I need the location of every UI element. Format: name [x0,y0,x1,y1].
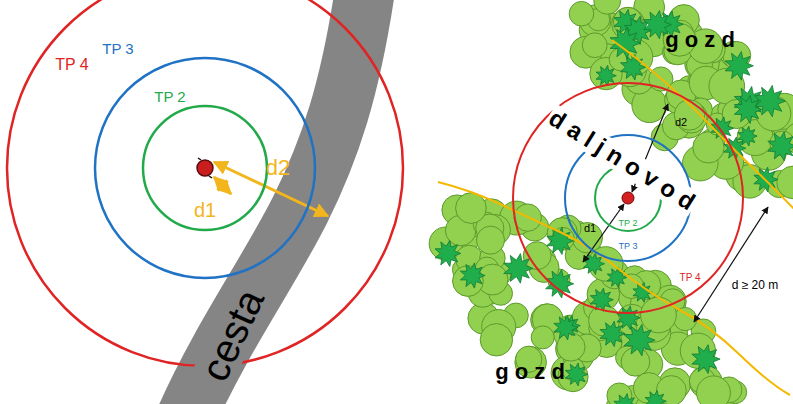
distance-arrow [214,177,231,194]
tree-crown [662,112,690,140]
conifer [645,390,666,404]
zone-label: TP 4 [680,273,701,283]
tree-crown [674,307,697,330]
tree-crown [697,376,731,404]
conifer [435,240,461,266]
conifer [621,54,646,80]
zone-circle: TP 4 TP 3 TP 2 [7,0,403,366]
location-dot [197,160,213,176]
conifer [755,85,786,116]
tree-crown [456,193,487,224]
tree-crown [693,132,724,163]
tree-crown [480,324,512,356]
conifer [460,263,485,288]
conifer [554,315,578,340]
conifer [596,65,616,86]
distance-arrow [583,204,624,262]
conifer [725,52,753,81]
distance-label: d ≥ 20 m [730,278,781,292]
tree-crown [582,33,607,58]
conifer [614,394,637,404]
tree-crown [621,347,650,376]
conifer [692,345,720,374]
zone-ring [513,83,743,313]
distance-arrow [694,207,768,322]
tree-crown [476,226,504,254]
distance-label: d2 [266,157,290,179]
distance-label: d2 [675,117,687,128]
zone-label: TP 3 [102,41,133,56]
zone-label: TP 2 [154,89,185,104]
conifer [565,363,588,386]
forest-label: g o z d [665,29,735,51]
conifer [617,306,640,330]
conifer [734,95,762,123]
conifer [504,254,533,284]
zone-ring [143,106,267,230]
zone-ring [7,0,403,366]
tree-crown [531,326,554,349]
road [185,0,365,404]
conifer [768,132,793,161]
tree-crown [641,297,677,333]
zone-label: TP 3 [619,242,638,251]
zone-label: TP 2 [619,219,638,228]
conifer [546,270,574,299]
road-label: cesta [192,281,272,389]
zone-label: TP 4 [55,57,89,73]
tick [198,158,201,160]
zone-outline [7,0,403,366]
forest [429,0,793,404]
location-dot [622,192,634,204]
tick [209,176,212,178]
conifer [624,324,655,356]
tree-crown [569,1,594,26]
conifer [607,268,627,288]
distance-label: d1 [584,223,596,234]
forest-label: g o z d [495,361,565,383]
distance-label: d1 [194,200,216,220]
zone-ring [95,58,315,278]
conifer [600,321,625,346]
forest-edge [438,182,790,395]
